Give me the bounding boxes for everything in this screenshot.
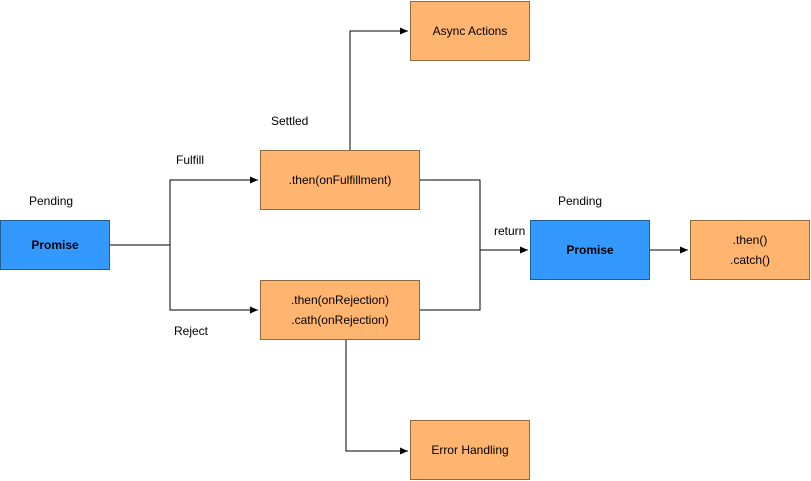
error-handling-label: Error Handling <box>431 443 509 457</box>
fulfill-edge <box>110 176 258 246</box>
settled-label: Settled <box>271 114 309 128</box>
promise-node-right[interactable]: Promise <box>530 220 650 280</box>
pending-label-left: Pending <box>29 194 74 208</box>
async-actions-node[interactable]: Async Actions <box>410 1 530 61</box>
promise-node-right-label: Promise <box>566 243 614 257</box>
catch-label: .catch() <box>729 253 770 267</box>
async-actions-edge <box>349 27 408 150</box>
fulfill-label: Fulfill <box>176 153 205 167</box>
catch-rejection-label: .cath(onRejection) <box>291 313 389 327</box>
then-fulfillment-node[interactable]: .then(onFulfillment) <box>260 150 420 210</box>
then-rejection-label: .then(onRejection) <box>290 293 390 307</box>
return-label: return <box>494 224 526 238</box>
then-catch-node[interactable]: .then() .catch() <box>690 220 810 280</box>
fulfillment-return-edge <box>420 179 481 250</box>
then-label: .then() <box>732 233 768 247</box>
promise-node-left-label: Promise <box>31 238 79 252</box>
error-handling-node[interactable]: Error Handling <box>410 420 530 480</box>
error-handling-edge <box>345 340 408 455</box>
reject-label: Reject <box>174 324 209 338</box>
then-fulfillment-label: .then(onFulfillment) <box>288 173 392 187</box>
rejection-return-edge <box>420 250 481 311</box>
async-actions-label: Async Actions <box>432 24 508 38</box>
rejection-node[interactable]: .then(onRejection) .cath(onRejection) <box>260 280 420 340</box>
pending-label-right: Pending <box>558 194 603 208</box>
promise-node-left[interactable]: Promise <box>0 220 110 270</box>
reject-edge <box>169 245 258 314</box>
